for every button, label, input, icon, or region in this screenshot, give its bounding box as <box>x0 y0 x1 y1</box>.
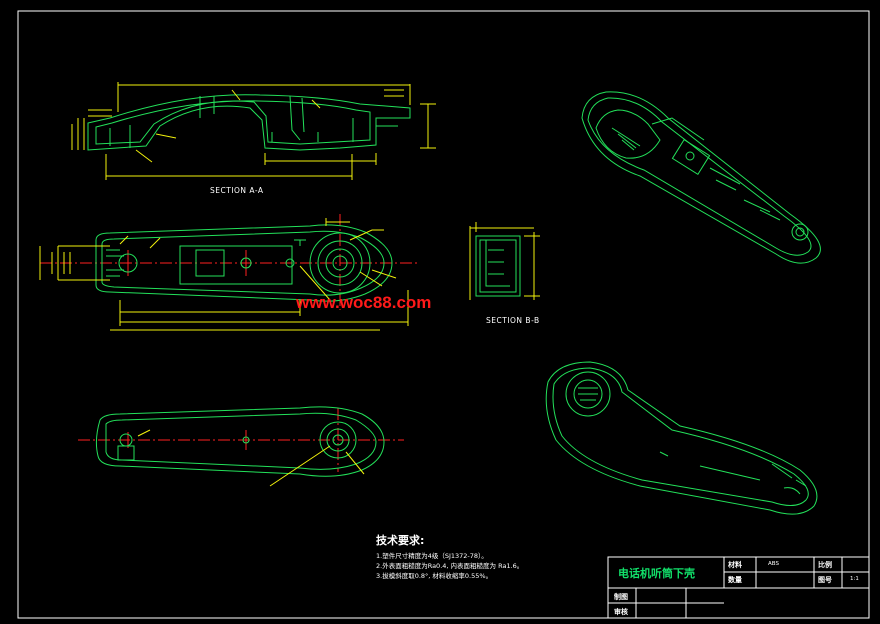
scale-label: 比例 <box>818 561 832 569</box>
part-name: 电话机听筒下壳 <box>618 567 695 580</box>
title-block <box>607 556 870 619</box>
quantity-label: 数量 <box>728 576 742 584</box>
drawing-no-label: 图号 <box>818 576 832 584</box>
tech-requirement-item: 3.拔模斜度取0.8°, 材料收缩率0.55%。 <box>376 572 493 580</box>
drawing-border <box>17 10 870 619</box>
watermark: www.woc88.com <box>296 293 432 312</box>
technical-requirements: 技术要求: 1.塑件尺寸精度为4级（SJ1372-78）。 2.外表面粗糙度为R… <box>376 532 523 581</box>
section-aa-label: SECTION A-A <box>210 186 264 195</box>
section-bb-view <box>469 222 540 300</box>
section-aa-view <box>71 82 436 180</box>
isometric-view-upper <box>581 91 821 264</box>
isometric-view-lower <box>545 361 818 515</box>
drawn-by-label: 制图 <box>614 593 628 601</box>
bottom-view <box>78 406 404 487</box>
drawing-no-value: 1:1 <box>850 576 859 582</box>
checked-by-label: 审核 <box>614 608 628 616</box>
section-bb-label: SECTION B-B <box>486 316 540 325</box>
plan-view <box>39 214 420 331</box>
material-value: ABS <box>768 561 779 567</box>
tech-requirement-item: 2.外表面粗糙度为Ra0.4, 内表面粗糙度为 Ra1.6。 <box>376 562 524 570</box>
tech-requirement-item: 1.塑件尺寸精度为4级（SJ1372-78）。 <box>376 552 488 560</box>
tech-requirements-heading: 技术要求: <box>376 534 425 547</box>
material-label: 材料 <box>728 561 742 569</box>
